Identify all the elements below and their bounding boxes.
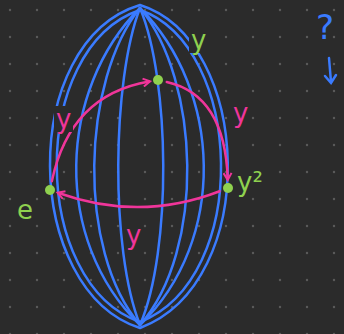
group-action-arrow xyxy=(58,191,219,207)
group-element-dot: y² xyxy=(223,183,233,193)
element-label: e xyxy=(15,197,35,223)
element-label: y xyxy=(189,27,208,53)
group-action-arrow xyxy=(52,82,149,182)
group-element-dot: y xyxy=(153,75,163,85)
spindle-shape xyxy=(50,5,228,328)
question-mark: ? xyxy=(316,10,334,44)
element-label: y² xyxy=(235,169,265,195)
group-action-arrow xyxy=(167,82,228,179)
group-element-dot: e xyxy=(45,185,55,195)
edge-label: y xyxy=(54,106,73,132)
edge-label: y xyxy=(231,100,250,126)
question-arrow xyxy=(325,58,336,83)
edge-label: y xyxy=(124,222,143,248)
